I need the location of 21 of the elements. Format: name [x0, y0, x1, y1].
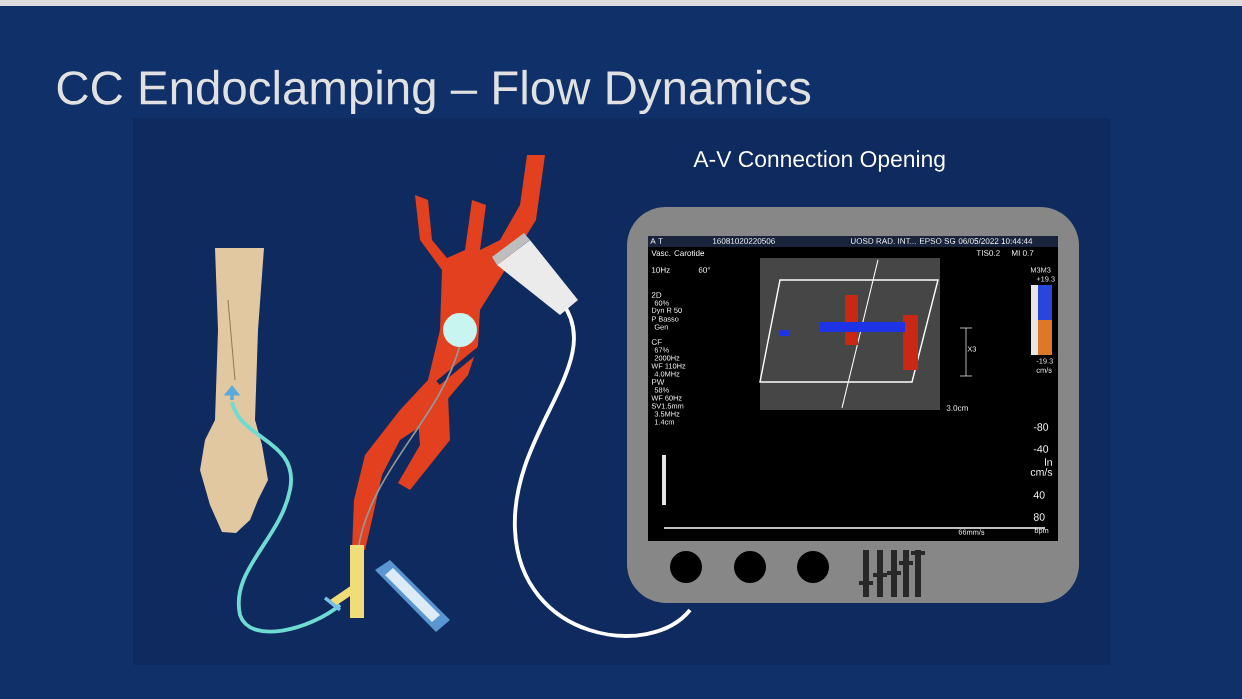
screen-text: MI 0.7: [1012, 250, 1034, 256]
screen-text: 40: [1033, 491, 1045, 499]
screen-text: 80: [1033, 513, 1045, 521]
screen-text: -40: [1033, 445, 1049, 453]
screen-text: 60°: [698, 267, 711, 273]
screen-text: Vasc. Carotide: [651, 250, 705, 256]
screen-text: 2D: [651, 292, 662, 298]
screen-text: PW: [652, 379, 665, 385]
screen-text: CF: [651, 339, 662, 345]
screen-text: ln: [1045, 458, 1052, 466]
panel-heading: A-V Connection Opening: [693, 150, 945, 172]
screen-text: 3.0cm: [946, 405, 968, 411]
screen-text: 10Hz: [651, 267, 670, 273]
screen-text: UOSD RAD. INT... EPSO SG: [851, 238, 956, 244]
screen-text: -80: [1033, 423, 1049, 431]
screen-text: 06/05/2022 10:44:44: [958, 238, 1033, 244]
screen-text: cm/s: [1030, 468, 1053, 476]
screen-text: A T: [650, 238, 663, 244]
slide-title: CC Endoclamping – Flow Dynamics: [57, 69, 811, 115]
screen-text: TIS0.2: [976, 250, 1000, 256]
screen-text: 16081020220506: [712, 238, 775, 244]
